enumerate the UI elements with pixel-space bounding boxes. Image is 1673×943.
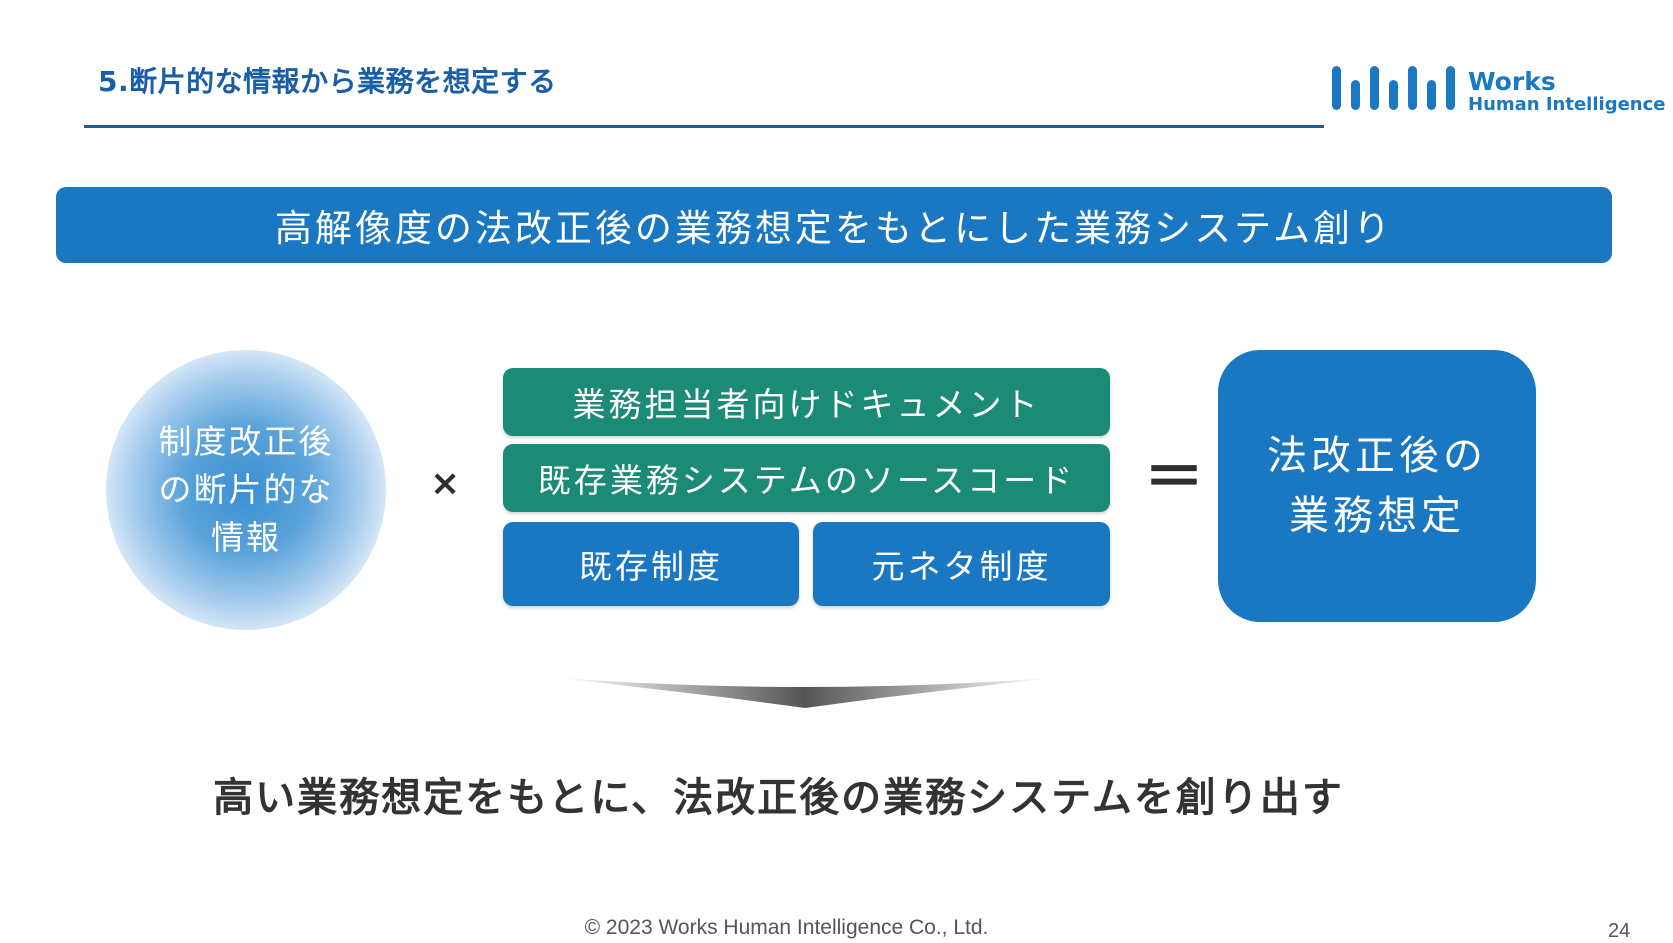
down-arrow-icon — [560, 678, 1050, 708]
source-box-origin-system: 元ネタ制度 — [813, 522, 1110, 606]
copyright-footer: © 2023 Works Human Intelligence Co., Ltd… — [584, 916, 989, 939]
source-box-legacy-source-code: 既存業務システムのソースコード — [503, 444, 1110, 512]
page-number: 24 — [1608, 920, 1631, 942]
circle-line-1: 制度改正後 — [158, 422, 334, 461]
result-line-1: 法改正後の — [1267, 433, 1487, 479]
logo-wordmark-top: Works — [1468, 67, 1556, 96]
source-box-existing-system: 既存制度 — [503, 522, 799, 606]
headline-banner: 高解像度の法改正後の業務想定をもとにした業務システム創り — [56, 187, 1612, 263]
circle-line-3: 情報 — [211, 518, 281, 557]
company-logo: Works Human Intelligence — [1330, 66, 1665, 116]
equals-symbol: ＝ — [1144, 443, 1204, 513]
bar-mark-icon — [1332, 66, 1455, 110]
result-line-2: 業務想定 — [1289, 493, 1465, 539]
logo-wordmark-bottom: Human Intelligence — [1468, 94, 1666, 115]
fragmentary-info-circle: 制度改正後 の断片的な 情報 — [106, 350, 386, 630]
slide-title: 5.断片的な情報から業務を想定する — [98, 65, 557, 98]
title-underline — [84, 125, 1324, 128]
multiply-symbol: × — [430, 463, 461, 504]
circle-line-2: の断片的な — [158, 470, 334, 509]
source-box-staff-documents: 業務担当者向けドキュメント — [503, 368, 1110, 436]
result-box: 法改正後の 業務想定 — [1218, 350, 1536, 622]
conclusion-text: 高い業務想定をもとに、法改正後の業務システムを創り出す — [213, 775, 1344, 821]
